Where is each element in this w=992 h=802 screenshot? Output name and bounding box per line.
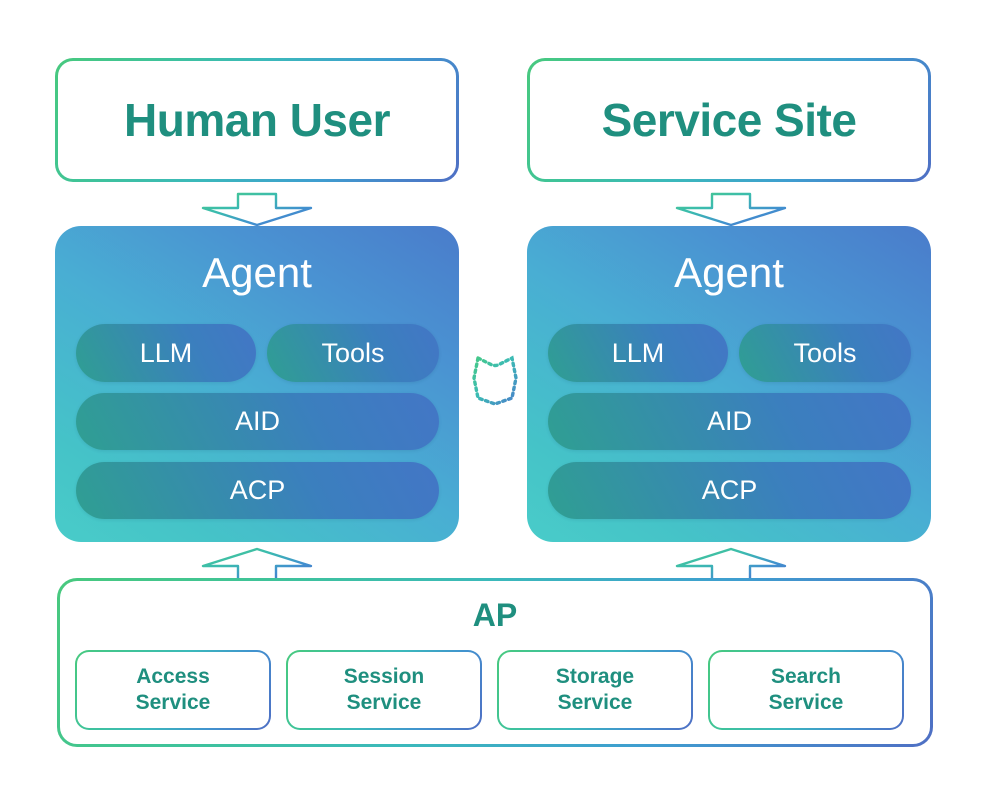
service-label: Search Service: [768, 665, 844, 714]
agent-panel-right[interactable]: Agent LLM Tools AID ACP: [527, 226, 931, 542]
agent-module-acp-left[interactable]: ACP: [76, 462, 439, 519]
agent-module-label: Tools: [793, 337, 857, 368]
agent-module-tools-left[interactable]: Tools: [267, 324, 439, 382]
agent-panel-left[interactable]: Agent LLM Tools AID ACP: [55, 226, 459, 542]
arrow-up-ap-to-agent-left: [201, 547, 313, 582]
dotted-hexagon-link-icon: [472, 355, 518, 406]
agent-module-tools-right[interactable]: Tools: [739, 324, 911, 382]
agent-module-label: AID: [234, 406, 280, 436]
agent-module-label: LLM: [611, 337, 665, 368]
service-label: Storage Service: [555, 665, 635, 714]
actor-label-human-user: Human User: [124, 94, 390, 146]
service-box-storage-service[interactable]: Storage Service: [497, 650, 693, 730]
service-box-session-service[interactable]: Session Service: [286, 650, 482, 730]
agent-module-label: ACP: [701, 475, 758, 505]
arrow-down-service-to-agent: [675, 192, 787, 227]
service-box-search-service[interactable]: Search Service: [708, 650, 904, 730]
agent-module-label: LLM: [139, 337, 193, 368]
agent-module-llm-right[interactable]: LLM: [548, 324, 728, 382]
agent-module-aid-right[interactable]: AID: [548, 393, 911, 450]
arrow-up-ap-to-agent-right: [675, 547, 787, 582]
agent-module-llm-left[interactable]: LLM: [76, 324, 256, 382]
actor-label-service-site: Service Site: [601, 94, 857, 146]
service-label: Session Service: [343, 665, 425, 714]
agent-module-label: AID: [706, 406, 752, 436]
agent-module-aid-left[interactable]: AID: [76, 393, 439, 450]
platform-box-ap[interactable]: AP Access Service Session Service Storag…: [57, 578, 933, 747]
service-label: Access Service: [135, 665, 211, 714]
agent-module-label: ACP: [229, 475, 286, 505]
agent-module-label: Tools: [321, 337, 385, 368]
platform-title-ap: AP: [472, 597, 518, 633]
agent-title-left: Agent: [202, 249, 312, 296]
actor-box-service-site[interactable]: Service Site: [527, 58, 931, 182]
service-box-access-service[interactable]: Access Service: [75, 650, 271, 730]
actor-box-human-user[interactable]: Human User: [55, 58, 459, 182]
agent-module-acp-right[interactable]: ACP: [548, 462, 911, 519]
arrow-down-human-to-agent: [201, 192, 313, 227]
agent-title-right: Agent: [674, 249, 784, 296]
